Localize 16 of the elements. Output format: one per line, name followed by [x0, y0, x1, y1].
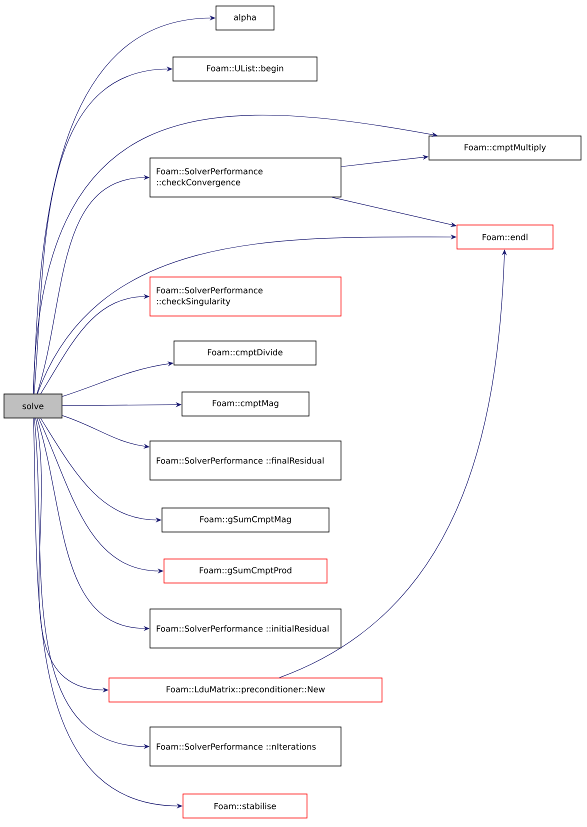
function-box: alpha: [216, 6, 274, 30]
function-box: Foam::stabilise: [182, 794, 308, 818]
function-box: Foam::SolverPerformance ::initialResidual: [150, 608, 342, 648]
function-box: Foam::cmptMag: [182, 392, 310, 416]
function-box: Foam::gSumCmptProd: [164, 558, 328, 584]
function-box: Foam::SolverPerformance ::checkConvergence: [150, 158, 342, 198]
function-box: Foam::SolverPerformance ::checkSingularity: [150, 276, 342, 316]
function-box: Foam::cmptDivide: [174, 340, 316, 366]
function-box: Foam::cmptMultiply: [428, 136, 582, 160]
function-box: Foam::gSumCmptMag: [162, 508, 330, 532]
function-box: Foam::LduMatrix::preconditioner::New: [108, 678, 382, 702]
function-box: Foam::SolverPerformance ::nIterations: [150, 726, 342, 766]
function-box: Foam::UList::begin: [172, 56, 318, 82]
function-box: Foam::endl: [456, 224, 554, 250]
function-box: Foam::SolverPerformance ::finalResidual: [150, 440, 342, 480]
function-box: solve: [4, 394, 62, 418]
